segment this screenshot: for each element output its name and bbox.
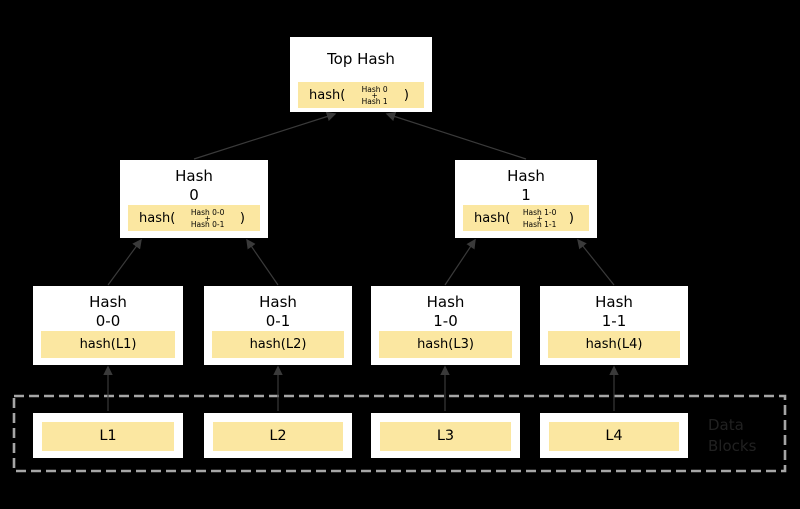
- hash-arg: Hash 0-0: [190, 207, 225, 217]
- node-top-hash: Top Hash hash( Hash 0 + Hash 1 ): [290, 37, 432, 112]
- arrow-hash00-to-hash0: [107, 238, 142, 286]
- data-block-label: L3: [380, 422, 511, 451]
- node-title-line2: 0-0: [95, 312, 121, 330]
- node-title-line2: 1-1: [601, 312, 627, 330]
- arrow-hash01-to-hash0: [246, 238, 279, 286]
- node-title: Hash 1-0: [371, 286, 520, 331]
- hash-expression: hash(L1): [41, 331, 175, 358]
- hash-args: Hash 0 + Hash 1: [361, 84, 388, 106]
- arrow-hash11-to-hash1: [577, 238, 615, 286]
- arrow-hash0-to-tophash: [193, 111, 337, 160]
- data-blocks-dashed-border: [12, 394, 787, 473]
- hash-expression: hash( Hash 0 + Hash 1 ): [298, 82, 424, 108]
- hash-func-close: ): [239, 210, 245, 226]
- data-blocks-caption-line2: Blocks: [708, 437, 757, 455]
- hash-expression: hash( Hash 0-0 + Hash 0-1 ): [128, 205, 260, 231]
- plus-sign: +: [204, 213, 211, 223]
- node-title-line1: Hash: [259, 293, 297, 311]
- hash-func-open: hash(: [139, 210, 176, 226]
- node-hash-1: Hash 1 hash( Hash 1-0 + Hash 1-1 ): [455, 160, 597, 238]
- data-block-label: L4: [549, 422, 679, 451]
- hash-arg: Hash 1: [361, 96, 388, 106]
- data-blocks-caption: Data Blocks: [708, 415, 756, 457]
- arrow-hash1-to-tophash: [385, 111, 527, 160]
- data-block-l3: L3: [371, 413, 520, 458]
- node-hash-0: Hash 0 hash( Hash 0-0 + Hash 0-1 ): [120, 160, 268, 238]
- node-title-line1: Hash: [426, 293, 465, 311]
- node-title: Hash 1-1: [540, 286, 688, 331]
- hash-func-open: hash(: [309, 87, 346, 103]
- node-title: Hash 1: [455, 160, 597, 205]
- hash-args: Hash 0-0 + Hash 0-1: [190, 207, 225, 229]
- node-hash-1-0: Hash 1-0 hash(L3): [371, 286, 520, 365]
- hash-func-close: ): [568, 210, 574, 226]
- hash-arg: Hash 1-0: [522, 207, 557, 217]
- data-block-l1: L1: [33, 413, 183, 458]
- node-hash-0-0: Hash 0-0 hash(L1): [33, 286, 183, 365]
- node-title: Hash 0-0: [33, 286, 183, 331]
- data-blocks-caption-line1: Data: [708, 416, 744, 434]
- arrow-hash10-to-hash1: [444, 238, 476, 286]
- node-title: Top Hash: [327, 50, 395, 68]
- plus-sign: +: [371, 90, 378, 100]
- hash-func-open: hash(: [474, 210, 511, 226]
- hash-expression: hash(L3): [379, 331, 512, 358]
- hash-args: Hash 1-0 + Hash 1-1: [522, 207, 557, 229]
- data-block-label: L1: [42, 422, 174, 451]
- data-block-l2: L2: [204, 413, 352, 458]
- node-title: Hash 0: [120, 160, 268, 205]
- node-title-line1: Hash: [175, 167, 213, 185]
- node-hash-1-1: Hash 1-1 hash(L4): [540, 286, 688, 365]
- hash-arg: Hash 0-1: [190, 219, 225, 229]
- node-title-line2: 0: [189, 186, 199, 204]
- node-title-line1: Hash: [507, 167, 545, 185]
- hash-expression: hash( Hash 1-0 + Hash 1-1 ): [463, 205, 589, 231]
- node-title: Hash 0-1: [204, 286, 352, 331]
- node-title-line1: Hash: [595, 293, 633, 311]
- data-block-l4: L4: [540, 413, 688, 458]
- hash-func-close: ): [403, 87, 409, 103]
- hash-expression: hash(L4): [548, 331, 680, 358]
- hash-expression: hash(L2): [212, 331, 344, 358]
- node-title-line2: 1-0: [433, 312, 458, 330]
- node-title-line1: Hash: [89, 293, 127, 311]
- node-hash-0-1: Hash 0-1 hash(L2): [204, 286, 352, 365]
- hash-arg: Hash 0: [361, 84, 388, 94]
- plus-sign: +: [536, 213, 543, 223]
- node-title-line2: 0-1: [265, 312, 291, 330]
- hash-arg: Hash 1-1: [522, 219, 557, 229]
- data-block-label: L2: [213, 422, 343, 451]
- node-title-line2: 1: [521, 186, 531, 204]
